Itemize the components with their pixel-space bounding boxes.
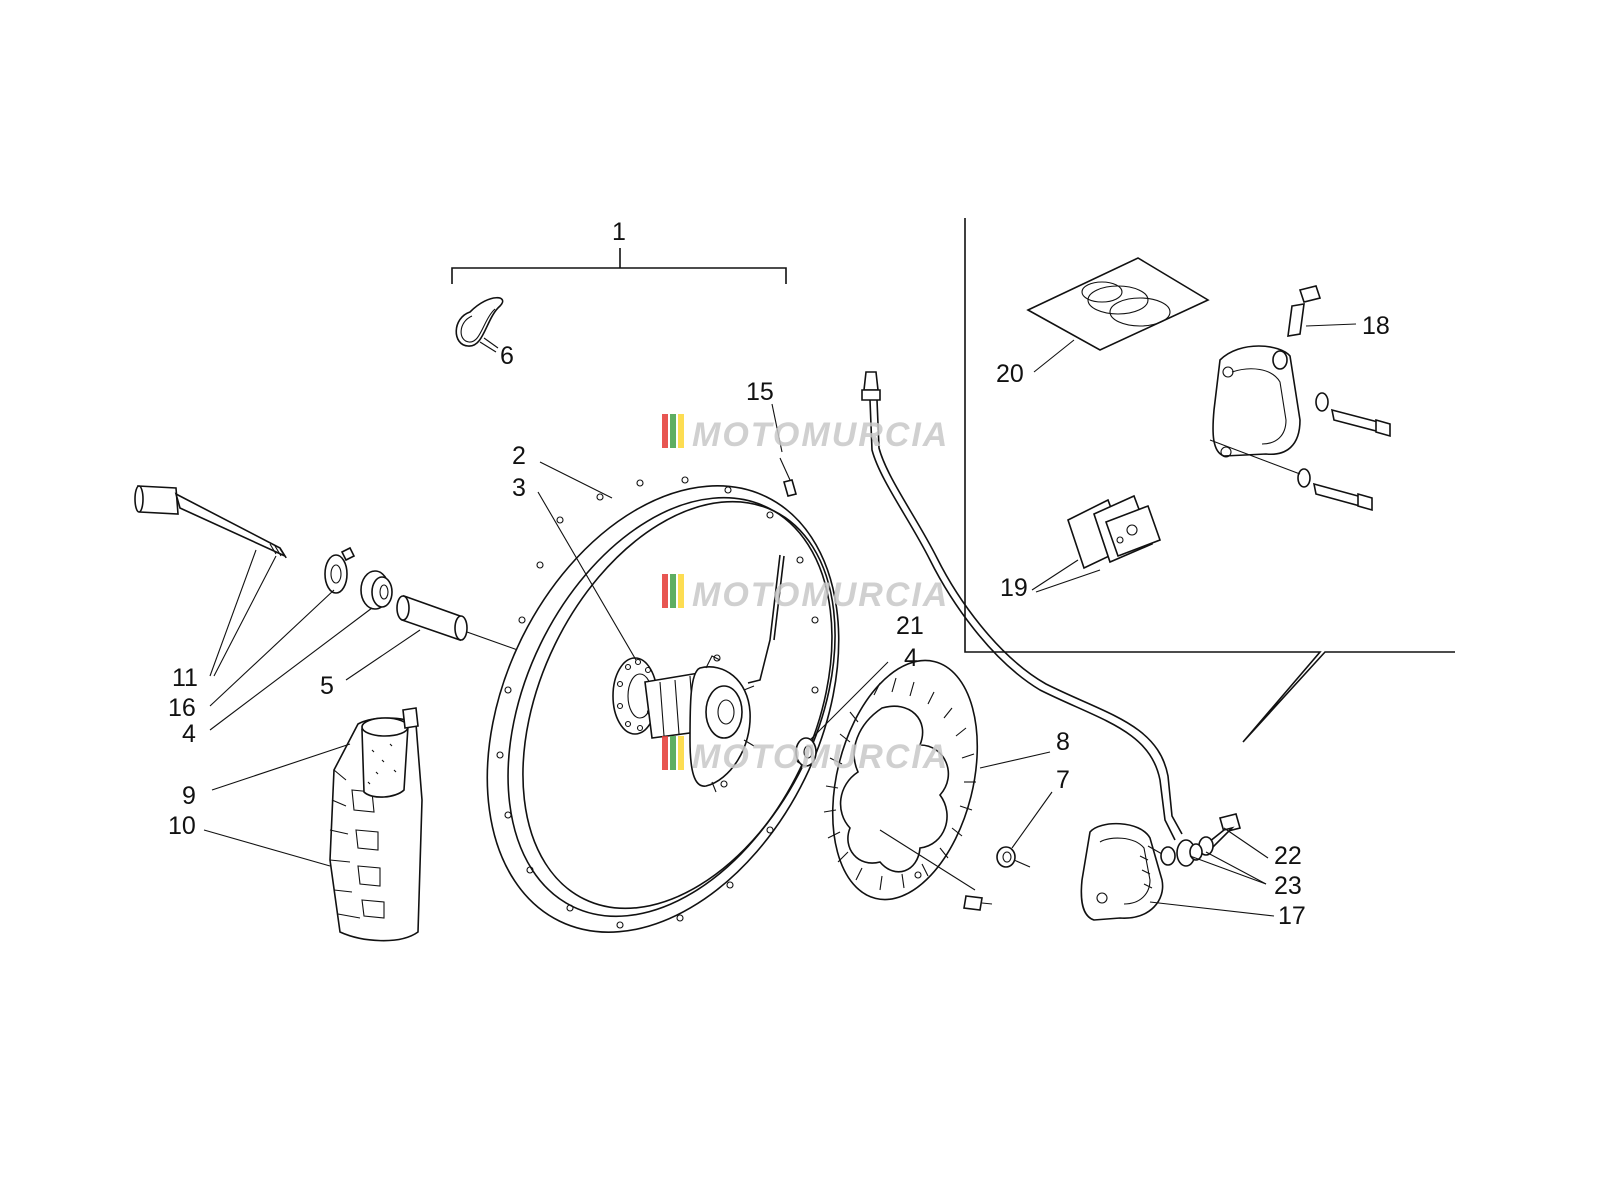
- caliper-bolt-upper-part: [1315, 392, 1391, 438]
- inset-frame: [964, 218, 1455, 743]
- wheel-hub-part: [612, 654, 755, 793]
- rim-lock-part: [747, 457, 797, 684]
- inset-caliper-part: [1212, 285, 1322, 458]
- watermark-text: MOTOMURCIA: [692, 738, 949, 776]
- seal-kit-part: [1026, 257, 1210, 351]
- brake-hose-part: [861, 371, 1196, 867]
- caliper-bolt-lower-part: [1209, 439, 1373, 512]
- disc-bolt-part: [963, 895, 993, 911]
- callout-18: 18: [1362, 312, 1390, 340]
- brake-pads-part: [1067, 494, 1162, 570]
- watermark-middle: MOTOMURCIA: [662, 574, 949, 614]
- callout-23: 23: [1274, 872, 1302, 900]
- watermark-stripe-red: [662, 414, 668, 448]
- callout-6: 6: [500, 342, 514, 370]
- callout-3: 3: [512, 474, 526, 502]
- bearing-right-part: [795, 737, 817, 767]
- watermark-top: MOTOMURCIA: [662, 414, 949, 454]
- banjo-bolt-part: [1189, 813, 1241, 861]
- callout-9: 9: [182, 782, 196, 810]
- spacer-tube-part: [396, 594, 631, 691]
- watermark-text: MOTOMURCIA: [692, 576, 949, 614]
- callout-4-right: 4: [904, 644, 918, 672]
- watermark-stripe-green: [670, 574, 676, 608]
- brake-disc-part: [823, 659, 979, 901]
- callout-22: 22: [1274, 842, 1302, 870]
- callout-7: 7: [1056, 766, 1070, 794]
- watermark-stripe-red: [662, 736, 668, 770]
- bearing-left-part: [360, 570, 393, 610]
- callout-1: 1: [612, 218, 626, 246]
- callout-2: 2: [512, 442, 526, 470]
- watermark-bottom: MOTOMURCIA: [662, 736, 949, 776]
- callout-16: 16: [168, 694, 196, 722]
- group-bracket: [451, 248, 787, 284]
- callout-17: 17: [1278, 902, 1306, 930]
- callout-5: 5: [320, 672, 334, 700]
- spacer-nut-part: [324, 546, 356, 594]
- callout-20: 20: [996, 360, 1024, 388]
- wheel-axle-part: [134, 485, 288, 559]
- callout-10: 10: [168, 812, 196, 840]
- callout-4-left: 4: [182, 720, 196, 748]
- tyre-section-part: [329, 707, 423, 942]
- watermark-stripe-green: [670, 736, 676, 770]
- brake-caliper-part: [1080, 822, 1176, 921]
- watermark-stripe-yellow: [678, 574, 684, 608]
- callout-21: 21: [896, 612, 924, 640]
- watermark-stripe-yellow: [678, 736, 684, 770]
- seal-ring-part: [455, 296, 504, 349]
- leader-lines: [203, 323, 1357, 917]
- callout-8: 8: [1056, 728, 1070, 756]
- callout-19: 19: [1000, 574, 1028, 602]
- callout-labels: 1 2 3 4 4 5 6 7 8 9 10 11 15 16 17 18 19…: [168, 218, 1390, 930]
- watermark-stripe-yellow: [678, 414, 684, 448]
- callout-15: 15: [746, 378, 774, 406]
- watermark-text: MOTOMURCIA: [692, 416, 949, 454]
- callout-11: 11: [172, 664, 198, 692]
- watermark-stripe-red: [662, 574, 668, 608]
- disc-spacer-part: [996, 846, 1031, 868]
- watermark-stripe-green: [670, 414, 676, 448]
